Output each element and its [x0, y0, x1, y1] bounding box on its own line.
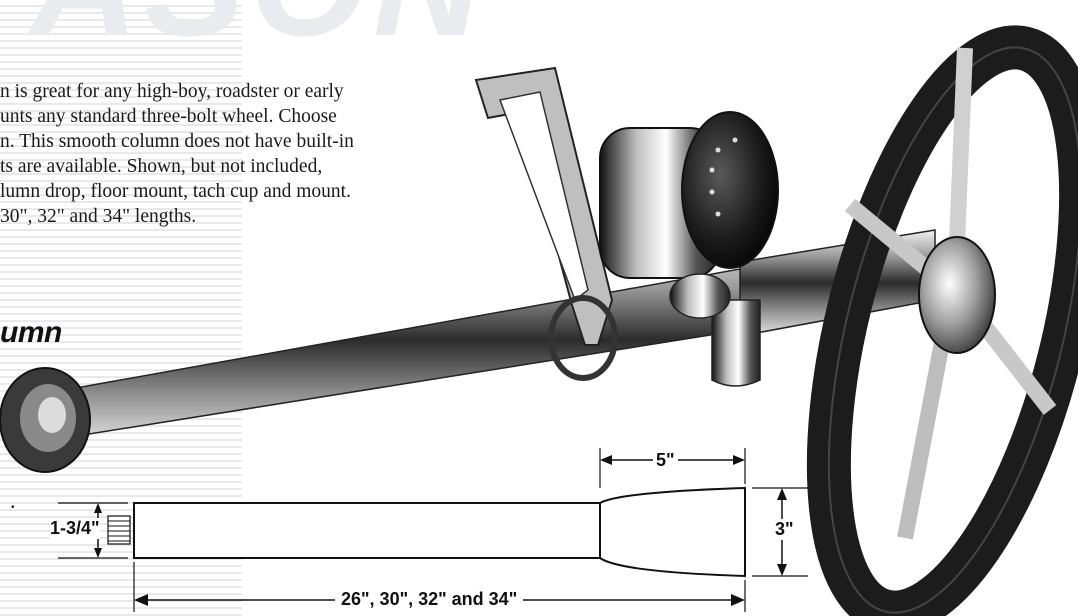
product-sub-heading: umn — [0, 316, 62, 349]
tach-mount — [711, 299, 761, 387]
column-end-fitting — [0, 367, 91, 473]
product-description: n is great for any high-boy, roadster or… — [0, 79, 490, 229]
column-drop-bracket — [474, 66, 618, 381]
dimension-end-length-label: 5" — [653, 450, 678, 471]
steering-wheel-icon — [806, 25, 1078, 616]
description-line: unts any standard three-bolt wheel. Choo… — [0, 106, 337, 127]
tach-gauge-icon — [599, 111, 779, 319]
description-line: 30", 32" and 34" lengths. — [0, 206, 197, 227]
description-line: ts are available. Shown, but not include… — [0, 156, 323, 177]
stray-text: . — [10, 488, 16, 513]
column-dimension-diagram — [58, 448, 808, 612]
description-line: lumn drop, floor mount, tach cup and mou… — [0, 181, 351, 202]
column-tube — [19, 229, 936, 446]
description-line: n. This smooth column does not have buil… — [0, 131, 354, 152]
faint-page-title: ASON — [30, 0, 487, 58]
description-line: n is great for any high-boy, roadster or… — [0, 81, 344, 102]
dimension-lengths-label: 26", 30", 32" and 34" — [335, 589, 524, 610]
dimension-diameter-label: 1-3/4" — [50, 518, 100, 539]
dimension-end-height-label: 3" — [772, 519, 797, 540]
